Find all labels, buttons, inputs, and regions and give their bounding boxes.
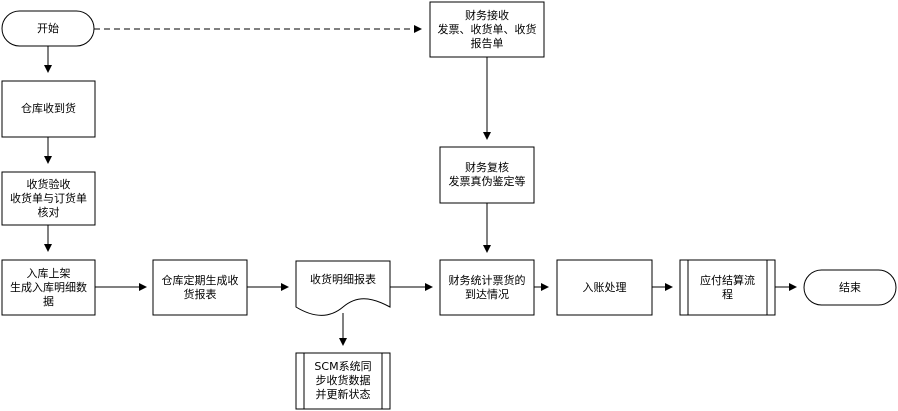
finance-review-box: [439, 146, 535, 204]
arrival-stats-box: [439, 259, 535, 316]
shelving-box: [1, 259, 96, 316]
inspection-box: [1, 171, 96, 226]
periodic-report-box: [152, 259, 248, 316]
start-terminator: [1, 10, 95, 47]
arrival-stats-label: 财务统计票货的 到达情况: [448, 273, 526, 301]
ap-settlement-label: 应付结算流 程: [700, 273, 755, 301]
scm-sync-box: [295, 352, 391, 410]
ap-settlement-box: [679, 259, 776, 316]
posting-box: [556, 259, 653, 316]
receipt-detail-label: 收货明细报表: [310, 273, 376, 286]
warehouse-receive-label: 仓库收到货: [21, 102, 76, 115]
end-terminator: [803, 269, 897, 306]
scm-sync-label: SCM系统同 步收货数据 并更新状态: [314, 360, 372, 401]
finance-review-label: 财务复核 发票真伪鉴定等: [448, 161, 526, 188]
warehouse-receive-box: [1, 80, 96, 138]
finance-receive-box: [429, 1, 545, 58]
finance-receive-label: 财务接收 发票、收货单、收货 报告单: [437, 8, 537, 50]
start-label: 开始: [37, 21, 59, 35]
end-label: 结束: [839, 280, 861, 294]
posting-label: 入账处理: [582, 280, 627, 294]
inspection-label: 收货验收 收货单与订货单 核对: [10, 177, 87, 219]
periodic-report-label: 仓库定期生成收 货报表: [161, 273, 239, 301]
receipt-detail-document-shape: [295, 260, 391, 316]
shelving-label: 入库上架 生成入库明细数 据: [10, 266, 87, 308]
